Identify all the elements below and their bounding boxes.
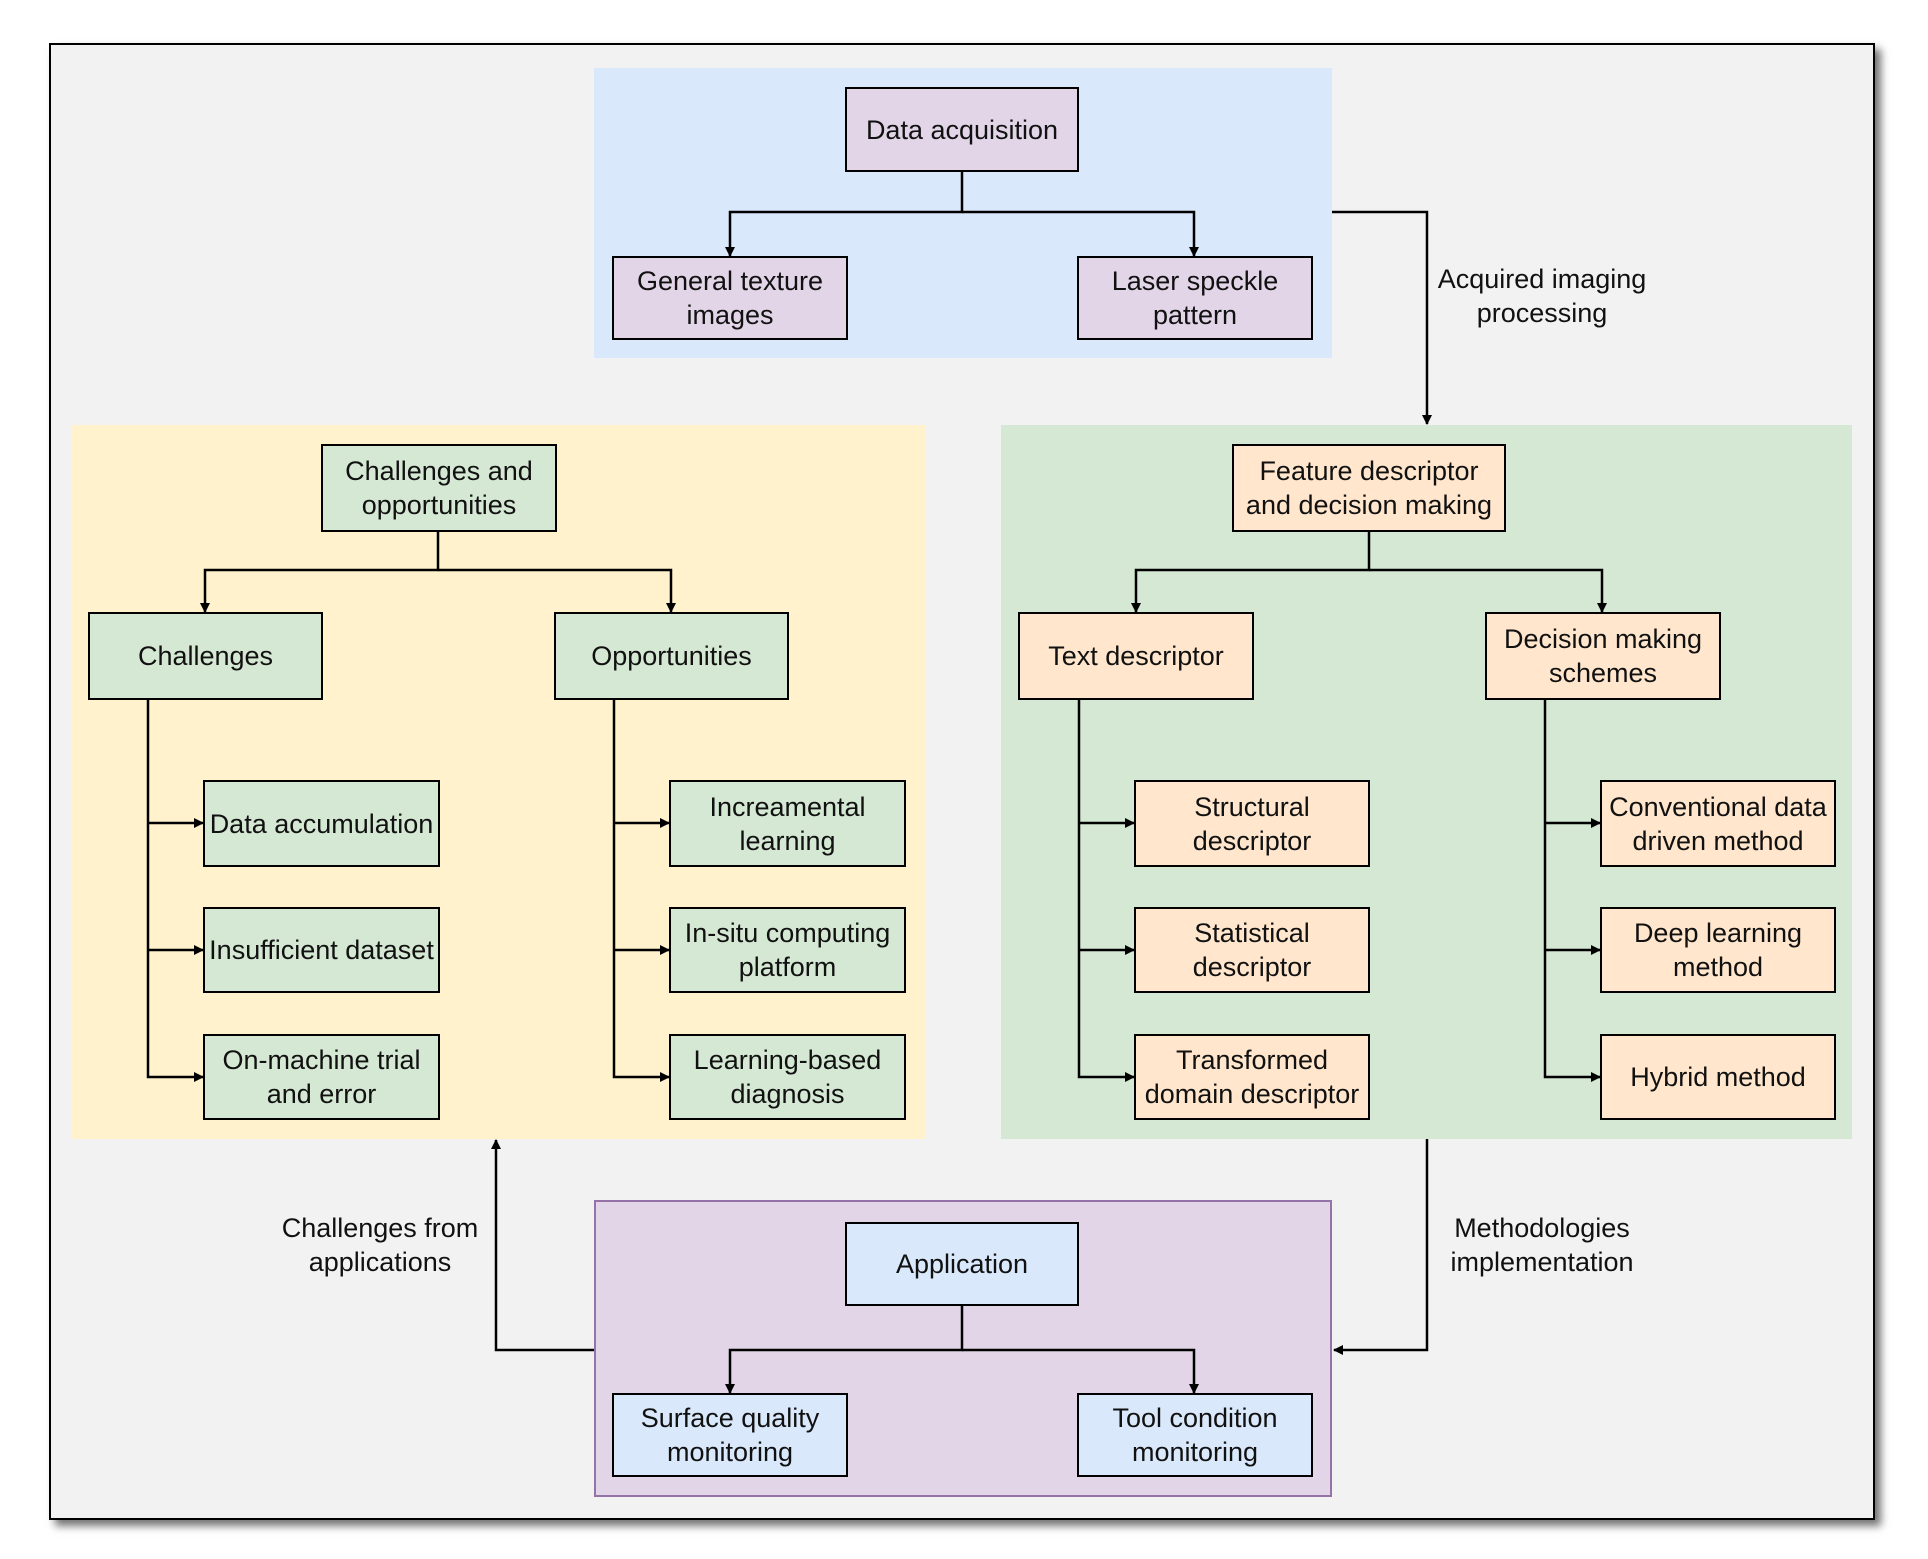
edge-app-surface xyxy=(725,1306,964,1394)
transformed-domain-node: Transformed domain descriptor xyxy=(1134,1034,1370,1120)
conventional-data-node: Conventional data driven method xyxy=(1600,780,1836,867)
insufficient-dataset-node: Insufficient dataset xyxy=(203,907,440,993)
opportunities-node: Opportunities xyxy=(554,612,789,700)
challenges-node: Challenges xyxy=(88,612,323,700)
edge-challenges-trial xyxy=(146,700,204,1082)
edge-acquired-processing xyxy=(1332,210,1432,425)
edge-methodologies xyxy=(1333,1139,1429,1355)
challenges-opportunities-node: Challenges and opportunities xyxy=(321,444,557,532)
statistical-descriptor-node: Statistical descriptor xyxy=(1134,907,1370,993)
learning-based-diagnosis-node: Learning-based diagnosis xyxy=(669,1034,906,1120)
edge-challenges-from-apps xyxy=(491,1139,594,1352)
text-descriptor-node: Text descriptor xyxy=(1018,612,1254,700)
feature-descriptor-node: Feature descriptor and decision making xyxy=(1232,444,1506,532)
methodologies-label: Methodologies implementation xyxy=(1450,1213,1634,1277)
edge-decision-hybrid xyxy=(1543,700,1601,1082)
edge-fd-text xyxy=(1131,532,1371,613)
edge-fd-decision xyxy=(1369,568,1607,613)
deep-learning-node: Deep learning method xyxy=(1600,907,1836,993)
edge-acq-speckle xyxy=(962,210,1199,257)
tool-condition-node: Tool condition monitoring xyxy=(1077,1393,1313,1477)
data-acquisition-node: Data acquisition xyxy=(845,87,1079,172)
surface-quality-node: Surface quality monitoring xyxy=(612,1393,848,1477)
laser-speckle-pattern-node: Laser speckle pattern xyxy=(1077,256,1313,340)
structural-descriptor-node: Structural descriptor xyxy=(1134,780,1370,867)
in-situ-computing-node: In-situ computing platform xyxy=(669,907,906,993)
acquired-imaging-label: Acquired imaging processing xyxy=(1437,264,1647,328)
data-accumulation-node: Data accumulation xyxy=(203,780,440,867)
edge-co-challenges xyxy=(200,532,440,613)
edge-opp-diagnosis xyxy=(612,700,670,1082)
on-machine-trial-node: On-machine trial and error xyxy=(203,1034,440,1120)
decision-making-schemes-node: Decision making schemes xyxy=(1485,612,1721,700)
edge-text-transformed xyxy=(1077,700,1135,1082)
incremental-learning-node: Increamental learning xyxy=(669,780,906,867)
application-node: Application xyxy=(845,1222,1079,1306)
challenges-from-apps-label: Challenges from applications xyxy=(281,1213,479,1277)
hybrid-method-node: Hybrid method xyxy=(1600,1034,1836,1120)
edge-acq-texture xyxy=(725,172,964,257)
edge-co-opportunities xyxy=(438,568,676,613)
general-texture-images-node: General texture images xyxy=(612,256,848,340)
edge-app-tool xyxy=(962,1348,1199,1394)
